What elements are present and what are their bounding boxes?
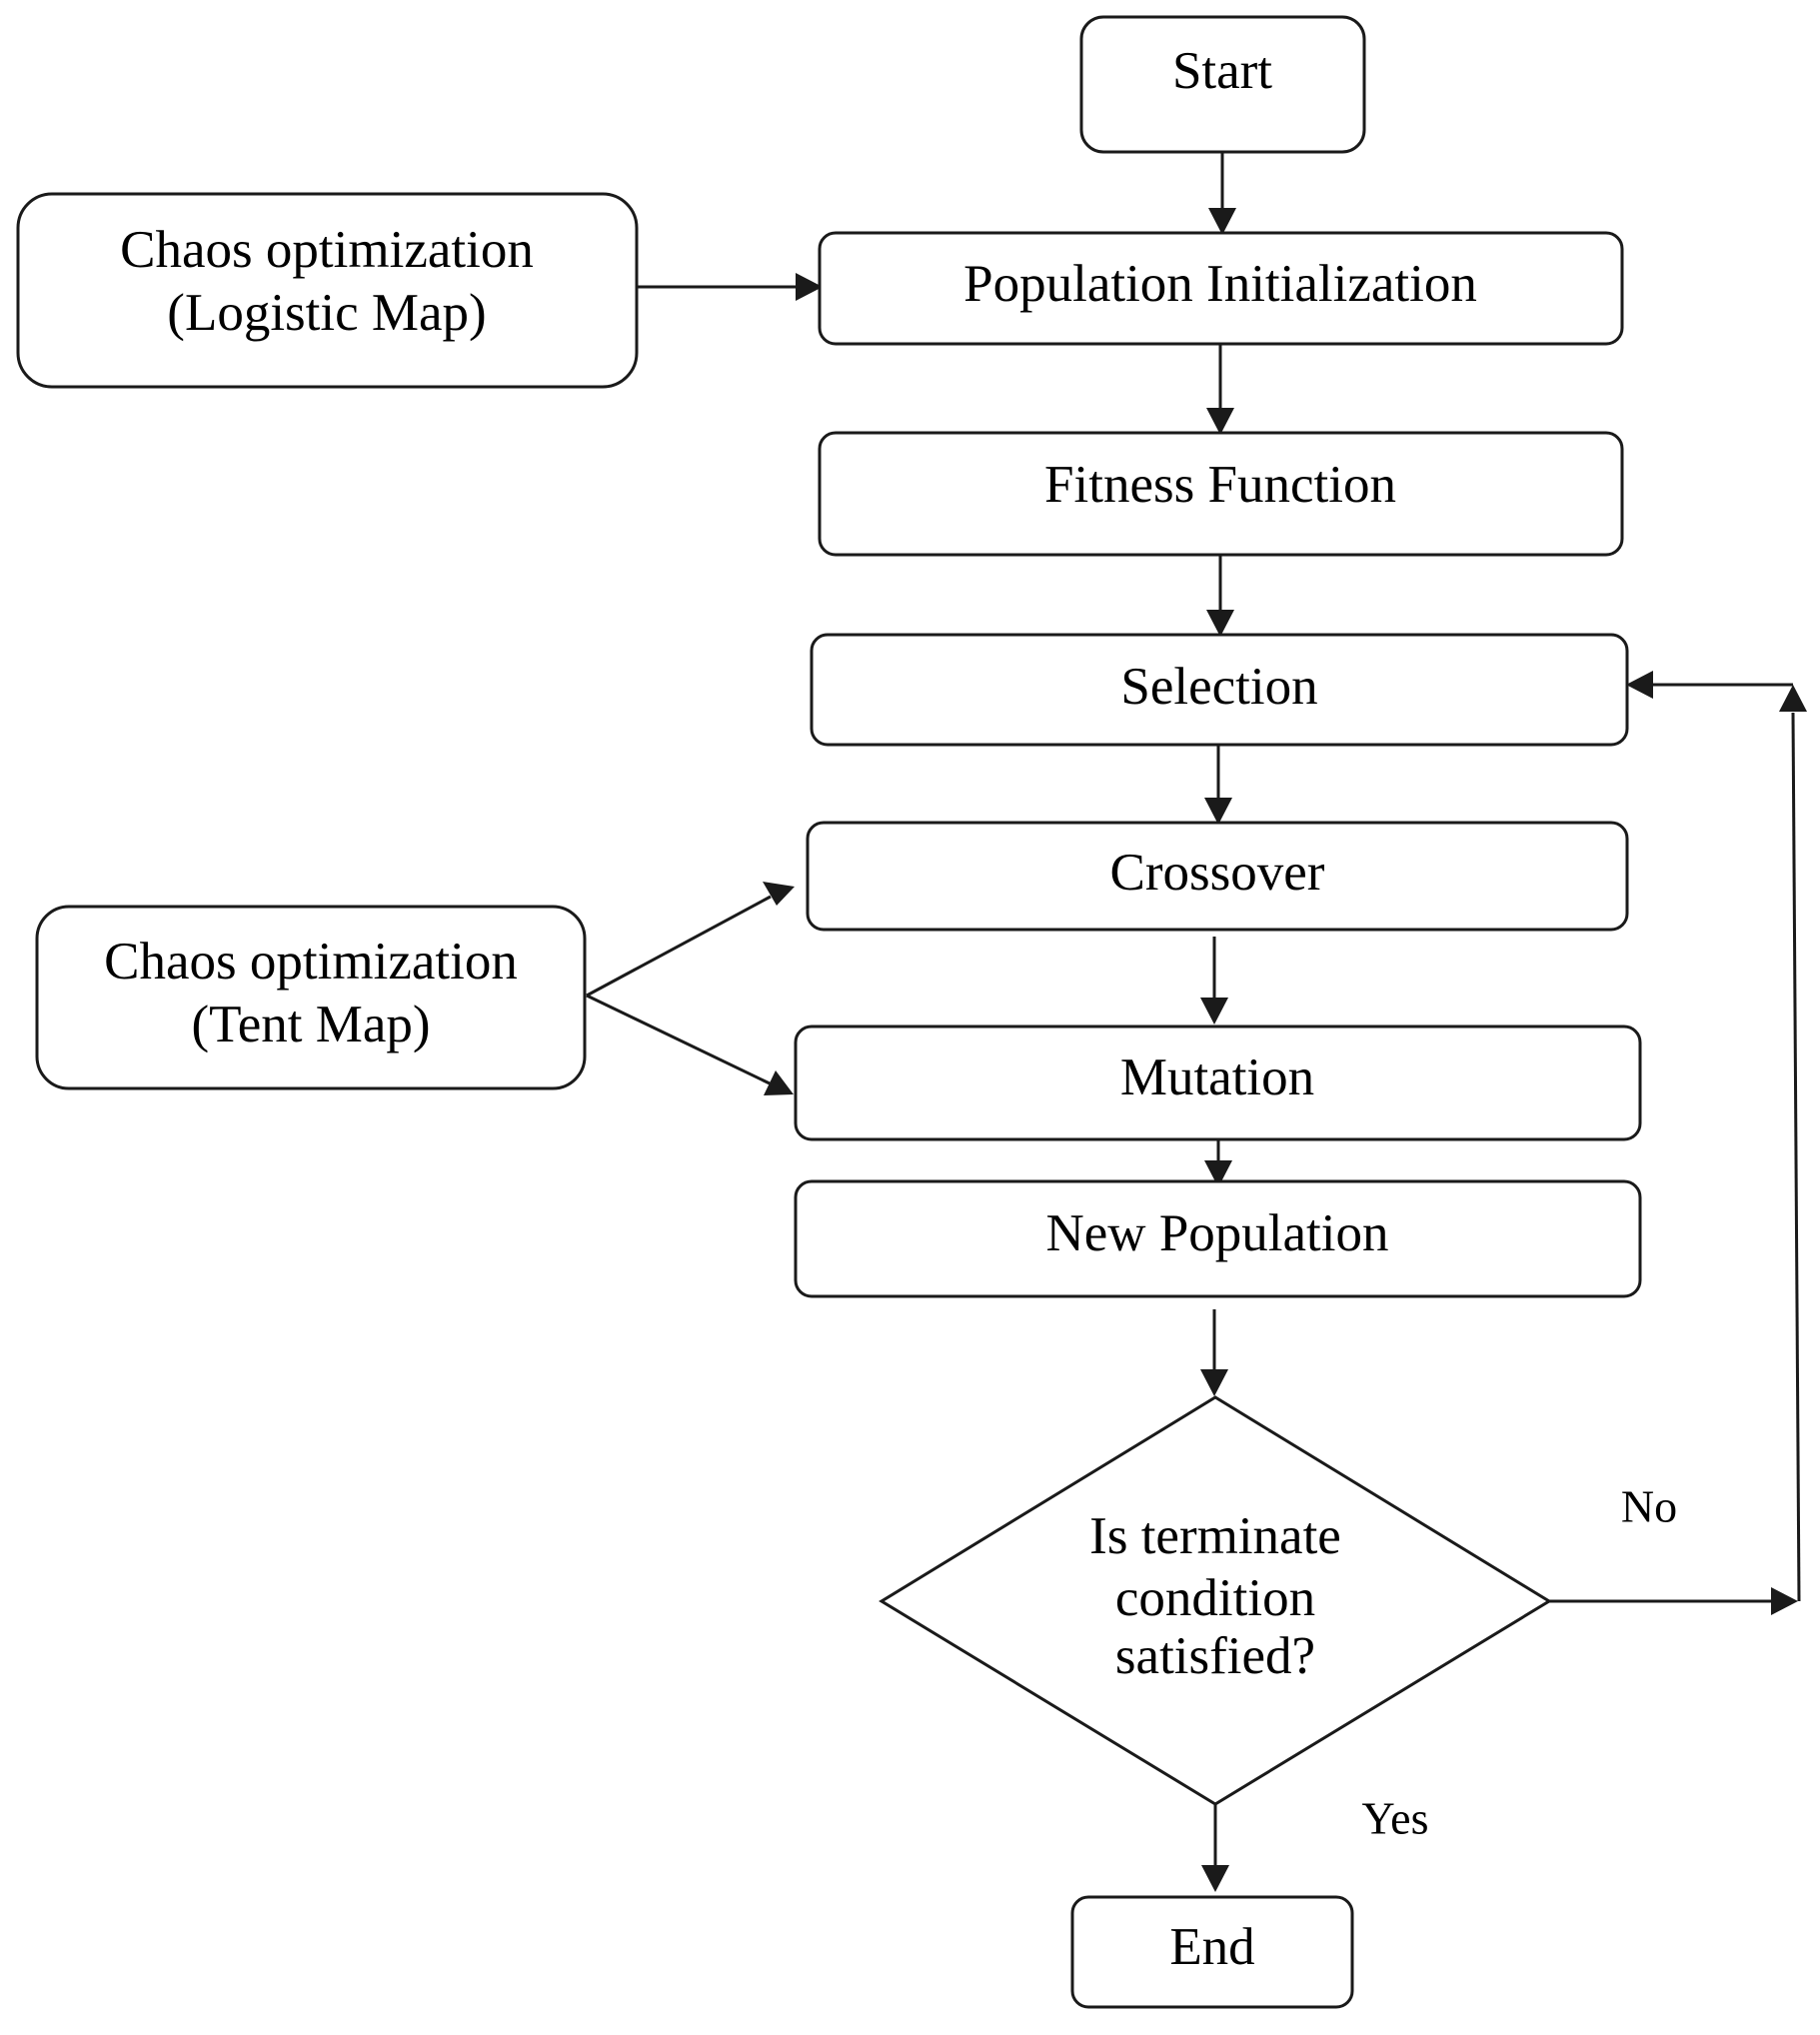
start-node: Start [1079, 15, 1366, 154]
arrowhead-decision-top [1200, 1369, 1228, 1396]
end-node: End [1070, 1895, 1354, 2009]
arrowhead-mutation-left [764, 1070, 794, 1095]
edges [586, 152, 1807, 1892]
arrowhead-end-top [1201, 1865, 1229, 1892]
fitness-function-box [818, 431, 1624, 557]
arrowhead-new-population-top [1204, 1160, 1232, 1187]
nodes: Start Chaos optimization (Logistic Map) … [16, 15, 1642, 2009]
start-box [1079, 15, 1366, 154]
decision-diamond [879, 1395, 1552, 1806]
mutation-node: Mutation [794, 1024, 1642, 1141]
chaos-tent-box [35, 905, 587, 1090]
edge-tent-to-mutation [586, 994, 771, 1085]
edge-tent-to-crossover [586, 895, 772, 998]
start-label: Start [1172, 42, 1272, 100]
crossover-label: Crossover [1110, 844, 1325, 902]
new-population-box [794, 1179, 1642, 1298]
edge-loop-vertical [1791, 712, 1801, 1602]
arrowhead-mutation-top [1200, 998, 1228, 1024]
end-label: End [1169, 1918, 1254, 1976]
selection-label: Selection [1120, 658, 1317, 716]
chaos-logistic-label-line1: Chaos optimization [120, 221, 534, 279]
end-box [1070, 1895, 1354, 2009]
edge-labels: No Yes [1362, 1481, 1678, 1844]
chaos-tent-label-line2: (Tent Map) [191, 996, 430, 1053]
arrowhead-selection-right [1626, 671, 1653, 699]
arrowhead-selection-top [1206, 610, 1234, 637]
decision-label-line2: condition [1115, 1569, 1315, 1627]
chaos-logistic-box [16, 192, 639, 389]
chaos-tent-label-line1: Chaos optimization [104, 933, 518, 991]
chaos-logistic-label-line2: (Logistic Map) [167, 284, 486, 342]
mutation-label: Mutation [1120, 1048, 1314, 1106]
arrowhead-fitness-top [1206, 408, 1234, 435]
arrowhead-crossover-top [1204, 798, 1232, 825]
arrowhead-loop-up [1779, 685, 1807, 712]
decision-label-line3: satisfied? [1115, 1627, 1315, 1685]
new-population-node: New Population [794, 1179, 1642, 1298]
population-initialization-label: Population Initialization [963, 255, 1477, 313]
arrowhead-population-initialization-left [796, 273, 823, 301]
chaos-tent-node: Chaos optimization (Tent Map) [35, 905, 587, 1090]
decision-node: Is terminate condition satisfied? [879, 1395, 1552, 1806]
arrowhead-crossover-left [763, 882, 795, 906]
chaos-logistic-node: Chaos optimization (Logistic Map) [16, 192, 639, 389]
fitness-function-node: Fitness Function [818, 431, 1624, 557]
selection-box [810, 633, 1629, 747]
arrowhead-no-right [1771, 1587, 1798, 1615]
population-initialization-node: Population Initialization [818, 231, 1624, 346]
yes-label: Yes [1362, 1793, 1429, 1844]
arrowhead-population-initialization-top [1208, 208, 1236, 235]
decision-label-line1: Is terminate [1089, 1507, 1341, 1565]
mutation-box [794, 1024, 1642, 1141]
fitness-function-label: Fitness Function [1044, 456, 1396, 514]
no-label: No [1621, 1481, 1677, 1532]
population-initialization-box [818, 231, 1624, 346]
selection-node: Selection [810, 633, 1629, 747]
new-population-label: New Population [1046, 1204, 1389, 1262]
crossover-node: Crossover [806, 821, 1629, 932]
crossover-box [806, 821, 1629, 932]
